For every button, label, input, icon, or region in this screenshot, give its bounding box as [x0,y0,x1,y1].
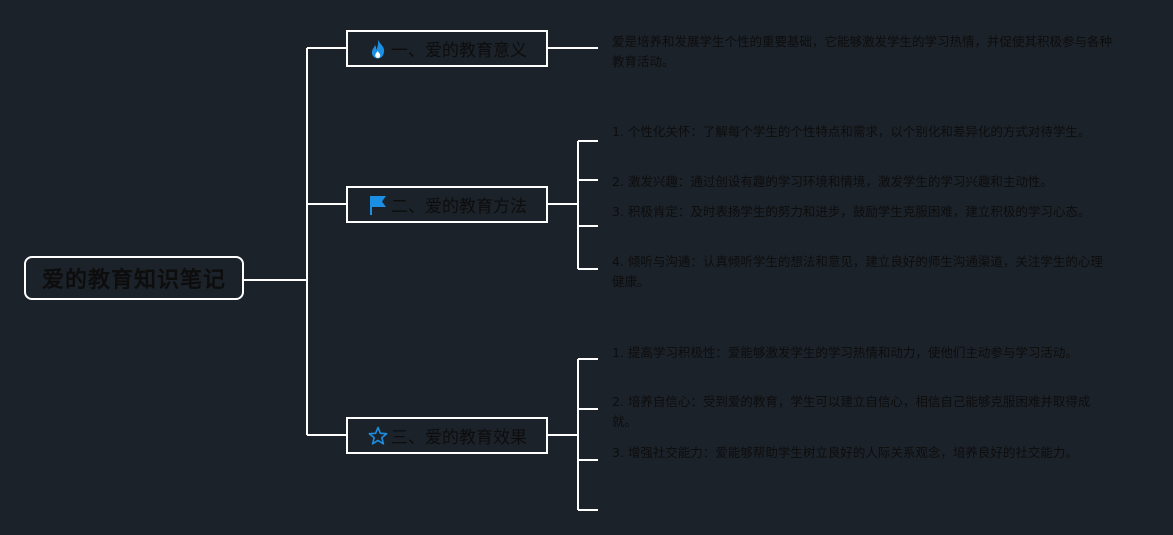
branch-education-effects[interactable]: 三、爱的教育效果 [346,417,548,454]
root-title: 爱的教育知识笔记 [41,268,226,293]
branch-label: 一、爱的教育意义 [391,41,527,61]
flag-icon [367,194,389,216]
branch-education-methods[interactable]: 二、爱的教育方法 [346,186,548,223]
leaf-effect-3: 3. 增强社交能力：爱能够帮助学生树立良好的人际关系观念，培养良好的社交能力。 [612,445,1078,460]
leaf-method-4: 4. 倾听与沟通：认真倾听学生的想法和意见，建立良好的师生沟通渠道，关注学生的心… [612,254,1103,289]
leaf-effect-2: 2. 培养自信心：受到爱的教育，学生可以建立自信心，相信自己能够克服困难并取得成… [612,394,1091,429]
leaf-method-1: 1. 个性化关怀：了解每个学生的个性特点和需求，以个别化和差异化的方式对待学生。 [612,124,1091,139]
branch-label: 二、爱的教育方法 [391,197,527,217]
branch-label: 三、爱的教育效果 [391,428,527,448]
root-topic[interactable]: 爱的教育知识笔记 [24,256,244,300]
leaf-method-3: 3. 积极肯定：及时表扬学生的努力和进步，鼓励学生克服困难，建立积极的学习心态。 [612,204,1091,219]
fire-icon [367,38,389,60]
leaf-meaning-1: 爱是培养和发展学生个性的重要基础，它能够激发学生的学习热情，并促使其积极参与各种… [612,34,1113,69]
branch-education-meaning[interactable]: 一、爱的教育意义 [346,30,548,67]
star-icon [367,425,389,447]
leaf-effect-1: 1. 提高学习积极性：爱能够激发学生的学习热情和动力，使他们主动参与学习活动。 [612,345,1078,360]
leaf-method-2: 2. 激发兴趣：通过创设有趣的学习环境和情境，激发学生的学习兴趣和主动性。 [612,174,1053,189]
